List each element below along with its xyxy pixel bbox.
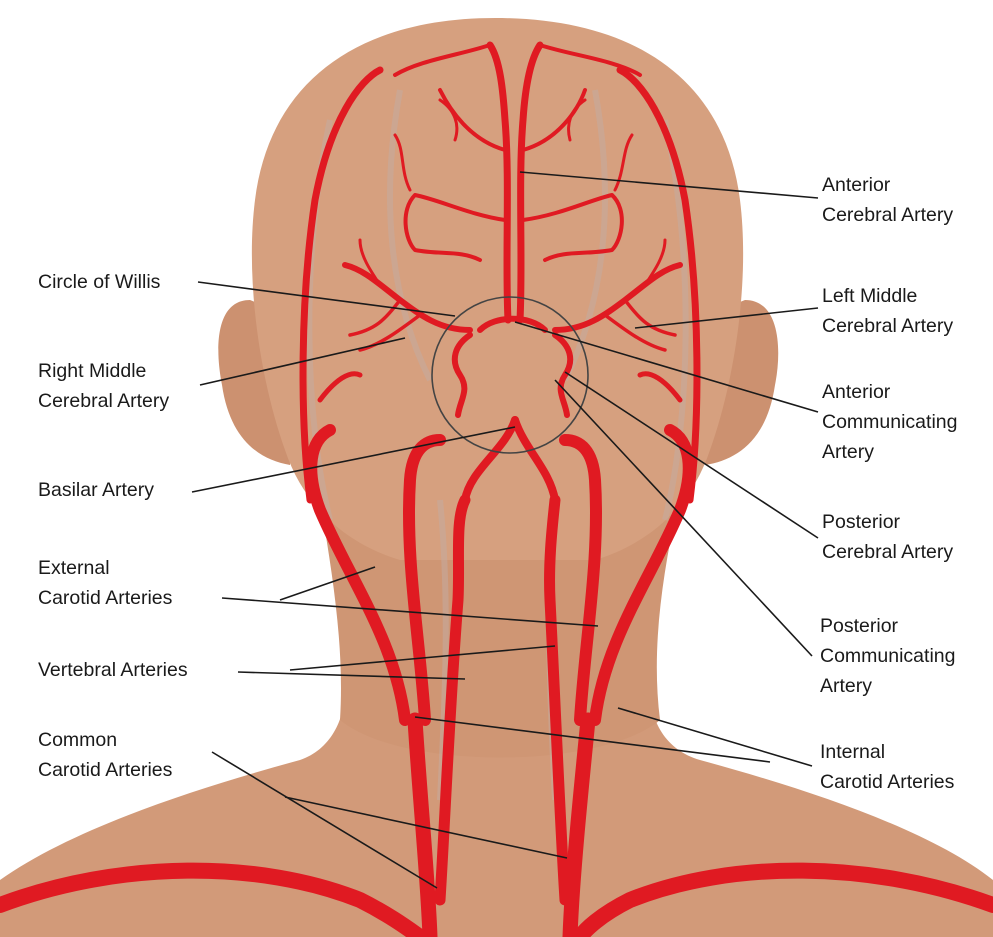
label-right-middle-cerebral-artery: Right Middle Cerebral Artery (38, 356, 169, 416)
label-line: Cerebral Artery (822, 200, 953, 230)
label-line: Artery (820, 671, 955, 701)
label-line: Carotid Arteries (820, 767, 954, 797)
label-posterior-communicating-artery: Posterior Communicating Artery (820, 611, 955, 701)
label-common-carotid-arteries: Common Carotid Arteries (38, 725, 172, 785)
label-line: Right Middle (38, 356, 169, 386)
label-external-carotid-arteries: External Carotid Arteries (38, 553, 172, 613)
label-line: Basilar Artery (38, 475, 154, 505)
label-line: Cerebral Artery (822, 311, 953, 341)
label-line: Vertebral Arteries (38, 655, 188, 685)
label-left-middle-cerebral-artery: Left Middle Cerebral Artery (822, 281, 953, 341)
head (252, 18, 743, 560)
label-line: Circle of Willis (38, 267, 160, 297)
label-line: Cerebral Artery (822, 537, 953, 567)
label-line: Anterior (822, 377, 957, 407)
label-line: Communicating (820, 641, 955, 671)
label-vertebral-arteries: Vertebral Arteries (38, 655, 188, 685)
label-line: Common (38, 725, 172, 755)
label-line: Communicating (822, 407, 957, 437)
label-line: Carotid Arteries (38, 755, 172, 785)
label-basilar-artery: Basilar Artery (38, 475, 154, 505)
label-anterior-communicating-artery: Anterior Communicating Artery (822, 377, 957, 467)
label-circle-of-willis: Circle of Willis (38, 267, 160, 297)
label-line: Posterior (822, 507, 953, 537)
label-line: Posterior (820, 611, 955, 641)
label-line: Artery (822, 437, 957, 467)
label-anterior-cerebral-artery: Anterior Cerebral Artery (822, 170, 953, 230)
label-line: Internal (820, 737, 954, 767)
label-line: Cerebral Artery (38, 386, 169, 416)
label-line: Left Middle (822, 281, 953, 311)
label-posterior-cerebral-artery: Posterior Cerebral Artery (822, 507, 953, 567)
label-line: Anterior (822, 170, 953, 200)
label-line: Carotid Arteries (38, 583, 172, 613)
label-internal-carotid-arteries: Internal Carotid Arteries (820, 737, 954, 797)
label-line: External (38, 553, 172, 583)
